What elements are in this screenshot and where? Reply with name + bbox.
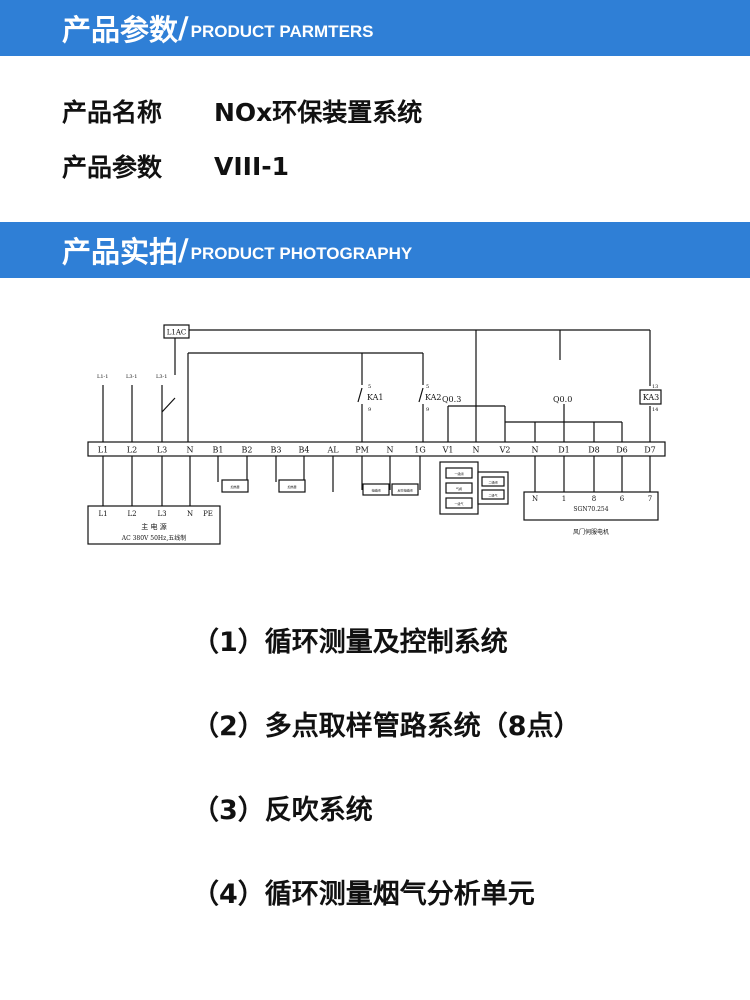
- motor-caption: 风门伺服电机: [573, 528, 609, 536]
- terminal-label: N: [473, 446, 480, 455]
- motor-terminal-label: 8: [592, 495, 596, 503]
- params-banner-slash: /: [178, 11, 189, 45]
- photo-banner: 产品实拍 / PRODUCT PHOTOGRAPHY: [0, 222, 750, 278]
- terminal-label: V1: [442, 446, 454, 455]
- box-label: 一级气: [454, 501, 463, 506]
- feature-item: （2）多点取样管路系统（8点）: [192, 711, 581, 742]
- terminal-label: N: [387, 446, 394, 455]
- motor-terminal-label: 6: [620, 495, 625, 503]
- power-terminal-label: N: [187, 510, 193, 518]
- param-value: NOx环保装置系统: [214, 98, 423, 127]
- box-label: 电磁阀: [371, 488, 380, 493]
- photo-banner-title: 产品实拍: [62, 235, 179, 269]
- terminal-label: N: [532, 446, 539, 455]
- box-label: 一级阀: [454, 471, 463, 476]
- power-terminal-label: L3: [157, 510, 166, 518]
- relay-label-ka1: KA1: [367, 393, 384, 402]
- relay-pin: 9: [368, 407, 371, 413]
- params-banner: 产品参数 / PRODUCT PARMTERS: [0, 0, 750, 56]
- input-label: L3-1: [156, 374, 167, 380]
- power-title: 主 电 源: [141, 522, 166, 531]
- terminal-label: AL: [326, 446, 339, 455]
- terminal-label: B4: [299, 446, 310, 455]
- box-label: 二级气: [488, 493, 497, 498]
- motor-terminal-label: 1: [562, 495, 566, 503]
- input-label: L1-1: [97, 374, 108, 380]
- relay-pin: 5: [426, 384, 429, 390]
- motor-terminal-label: 7: [648, 495, 652, 503]
- terminal-label: B1: [213, 446, 224, 455]
- params-banner-subtitle: PRODUCT PARMTERS: [190, 22, 374, 41]
- terminal-label: B2: [242, 446, 253, 455]
- photo-banner-slash: /: [178, 233, 189, 267]
- l1ac-label: L1AC: [167, 329, 187, 337]
- box-label: 二级阀: [488, 480, 497, 485]
- power-terminal-labels: L1 L2 L3 N PE: [98, 510, 212, 518]
- output-q00: Q0.0: [553, 395, 572, 404]
- power-terminal-label: L2: [127, 510, 136, 518]
- ka3-box: [639, 389, 662, 405]
- terminal-label: D7: [644, 446, 656, 455]
- terminal-label: B3: [271, 446, 282, 455]
- params-banner-title: 产品参数: [62, 13, 179, 47]
- terminal-label: L1: [98, 446, 108, 455]
- terminal-label: V2: [499, 446, 511, 455]
- terminal-label: D6: [616, 446, 628, 455]
- param-key: 产品参数: [62, 153, 163, 182]
- motor-model: SGN70.254: [573, 506, 608, 513]
- relay-label-ka3: KA3: [643, 393, 660, 402]
- input-label: L3-1: [126, 374, 137, 380]
- relay-pin: 9: [426, 407, 429, 413]
- power-terminal-label: L1: [98, 510, 107, 518]
- terminal-label: L3: [157, 446, 167, 455]
- terminal-label: L2: [127, 446, 137, 455]
- terminal-label: D8: [588, 446, 600, 455]
- param-key: 产品名称: [62, 98, 163, 127]
- wiring-diagram: L1AC L1-1 L3-1 L3-1 5 9 KA1 5 9 KA2 KA3 …: [87, 324, 666, 545]
- terminal-label: 1G: [414, 446, 425, 455]
- terminal-label: N: [187, 446, 194, 455]
- terminal-label: D1: [558, 446, 570, 455]
- box-label: 加热器: [287, 484, 296, 489]
- photo-banner-subtitle: PRODUCT PHOTOGRAPHY: [190, 244, 413, 263]
- feature-item: （1）循环测量及控制系统: [192, 627, 508, 658]
- relay-pin: 13: [652, 384, 658, 390]
- relay-label-ka2: KA2: [425, 393, 442, 402]
- power-spec: AC 380V 50Hz,五线制: [121, 534, 186, 542]
- feature-item: （3）反吹系统: [192, 795, 373, 826]
- relay-pin: 5: [368, 384, 371, 390]
- feature-item: （4）循环测量烟气分析单元: [192, 879, 535, 910]
- box-label: 反吹电磁阀: [397, 488, 412, 493]
- param-row-spec: 产品参数 VIII-1: [62, 146, 289, 186]
- relay-pin: 14: [652, 407, 658, 413]
- diagram-wires: [87, 329, 666, 545]
- box-label: 加热器: [230, 484, 239, 489]
- power-terminal-label: PE: [203, 510, 213, 518]
- terminal-label: PM: [355, 446, 369, 455]
- motor-terminal-labels: N 1 8 6 7: [532, 495, 652, 503]
- output-q03: Q0.3: [442, 395, 461, 404]
- motor-terminal-label: N: [532, 495, 538, 503]
- terminal-labels: L1 L2 L3 N B1 B2 B3 B4 AL PM N 1G V1 N V2 N D1 D8 D6 D7: [98, 446, 656, 455]
- param-row-name: 产品名称 NOx环保装置系统: [62, 91, 422, 131]
- param-value: VIII-1: [214, 151, 290, 181]
- box-label: 气阀: [456, 486, 462, 491]
- l1ac-box: [163, 324, 190, 339]
